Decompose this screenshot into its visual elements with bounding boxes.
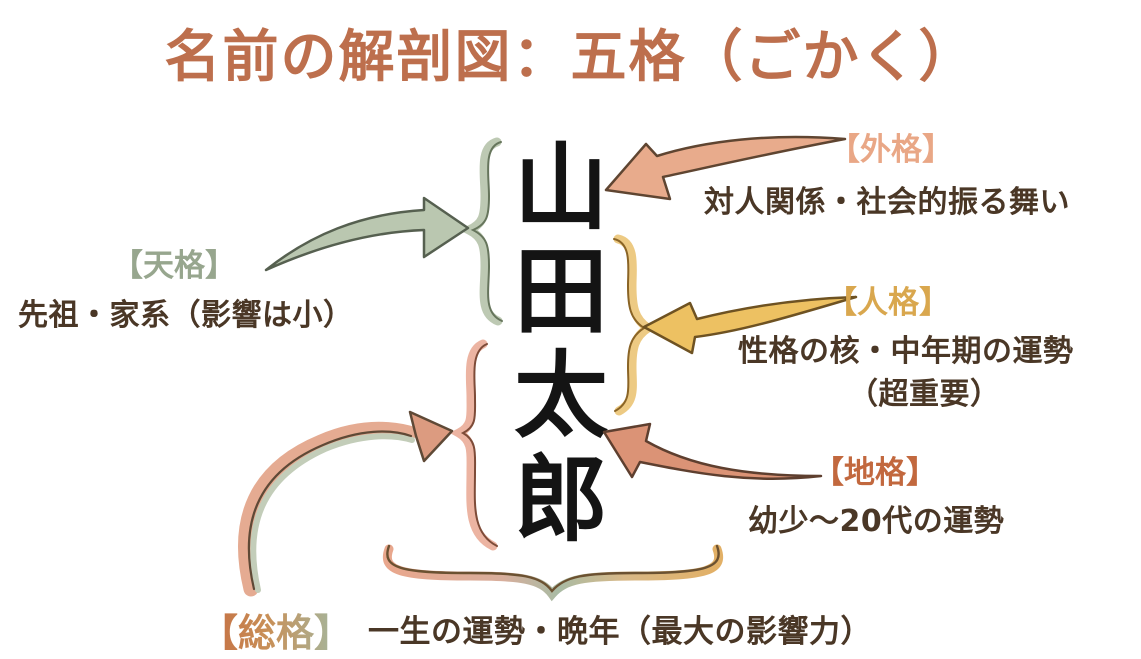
- swirl-arrow-head: [408, 410, 454, 463]
- tenkaku-label: 【天格】: [112, 248, 236, 284]
- chikaku-description: 幼少〜20代の運勢: [748, 504, 1005, 539]
- gaikaku-label: 【外格】: [829, 132, 953, 168]
- given-name-brace-line: [460, 343, 498, 547]
- name-column: 山 田 太 郎: [505, 136, 617, 552]
- jinkaku-description-line2: （超重要）: [848, 377, 1001, 412]
- page-title: 名前の解剖図：五格（ごかく）: [164, 25, 977, 90]
- jinkaku-arrow: [642, 295, 858, 355]
- given-name-brace-band: [449, 339, 498, 551]
- tenkaku-description: 先祖・家系（影響は小）: [18, 298, 354, 333]
- chikaku-label: 【地格】: [813, 455, 937, 491]
- gaikaku-arrow: [604, 135, 847, 201]
- gaikaku-description: 対人関係・社会的振る舞い: [704, 185, 1070, 220]
- tenkaku-arrow: [264, 196, 470, 272]
- soukaku-description: 一生の運勢・晩年（最大の影響力）: [368, 614, 872, 650]
- swirl-arrow-outer-band: [238, 421, 417, 597]
- tenkaku-brace-band: [458, 137, 503, 326]
- soukaku-brace-line: [386, 544, 720, 593]
- tenkaku-brace: [458, 137, 503, 326]
- chikaku-arrow: [602, 422, 823, 480]
- swirl-arrow-line: [247, 430, 413, 591]
- swirl-arrow: [238, 410, 454, 597]
- name-char-1: 山: [513, 133, 608, 243]
- tenkaku-brace-line: [470, 141, 503, 322]
- swirl-arrow-inner-band: [250, 433, 415, 593]
- name-char-4: 郎: [513, 445, 608, 555]
- soukaku-bottom-brace: [383, 544, 723, 602]
- given-name-brace: [449, 339, 498, 551]
- name-char-3: 太: [513, 341, 608, 451]
- jinkaku-description-line1: 性格の核・中年期の運勢: [738, 334, 1074, 369]
- jinkaku-brace-band: [613, 234, 657, 416]
- name-char-2: 田: [513, 237, 608, 347]
- soukaku-label: 【総格】: [200, 602, 352, 657]
- soukaku-brace-band: [383, 544, 723, 602]
- jinkaku-brace: [613, 234, 657, 416]
- jinkaku-label: 【人格】: [826, 285, 950, 321]
- jinkaku-brace-line: [613, 238, 646, 412]
